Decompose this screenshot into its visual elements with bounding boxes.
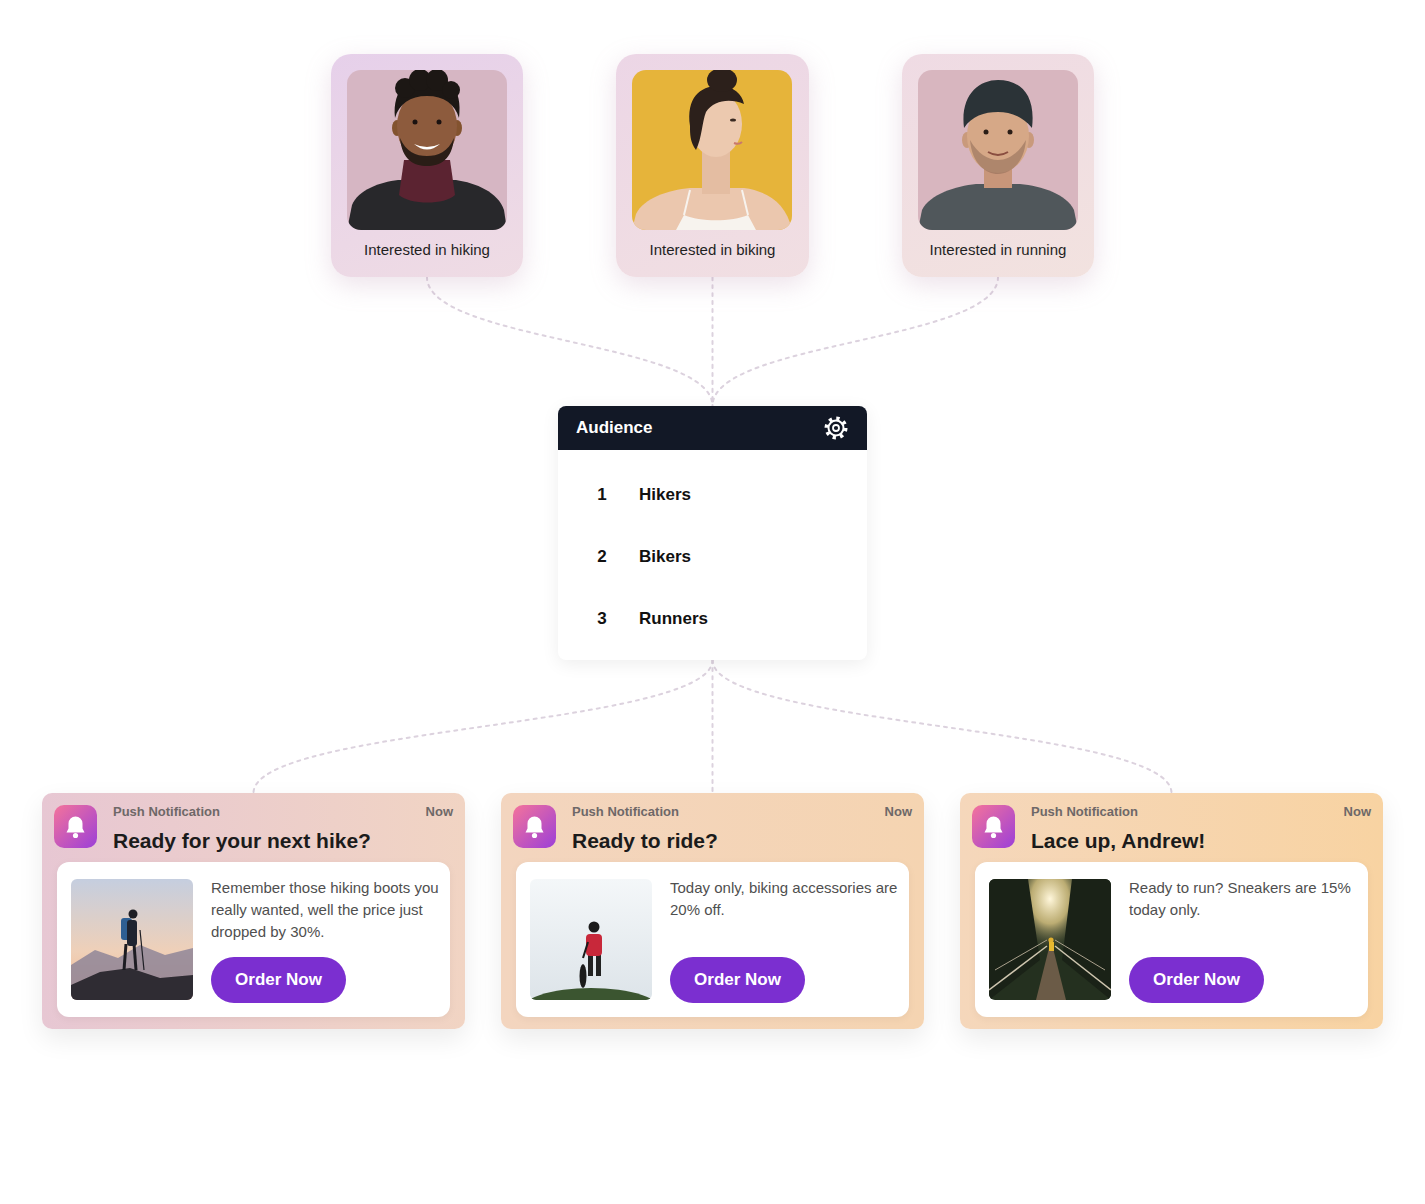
notification-body: Remember those hiking boots you really w… xyxy=(211,877,439,943)
notification-title: Ready for your next hike? xyxy=(113,828,371,854)
dashed-connector xyxy=(713,277,999,406)
notification-type: Push Notification xyxy=(572,804,679,820)
connector-group xyxy=(254,277,1172,793)
notification-body: Ready to run? Sneakers are 15% today onl… xyxy=(1129,877,1357,921)
timestamp: Now xyxy=(885,804,912,820)
button-label: Order Now xyxy=(211,957,346,1003)
dashed-connector xyxy=(427,277,713,406)
notification-content: Today only, biking accessories are 20% o… xyxy=(516,862,909,1017)
row-number: 1 xyxy=(590,485,614,505)
timestamp: Now xyxy=(426,804,453,820)
dashed-connector xyxy=(712,277,714,406)
notification-type: Push Notification xyxy=(1031,804,1138,820)
dashed-connector xyxy=(712,660,714,793)
notification-content: Remember those hiking boots you really w… xyxy=(57,862,450,1017)
push-notification-card: Push Notification NowReady for your next … xyxy=(42,793,465,1029)
dashed-connector xyxy=(254,660,713,793)
order-button: Order Now xyxy=(670,957,805,1003)
audience-segment: Hikers xyxy=(639,485,691,505)
interest-label: Interested in biking xyxy=(616,240,809,260)
interest-card: Interested in hiking xyxy=(331,54,523,277)
interest-label: Interested in hiking xyxy=(331,240,523,260)
push-notification-card: Push Notification NowReady to ride? Today … xyxy=(501,793,924,1029)
audience-segment: Bikers xyxy=(639,547,691,567)
order-button: Order Now xyxy=(211,957,346,1003)
notification-type: Push Notification xyxy=(113,804,220,820)
row-number: 2 xyxy=(590,547,614,567)
dashed-connector xyxy=(713,660,1172,793)
notification-content: Ready to run? Sneakers are 15% today onl… xyxy=(975,862,1368,1017)
button-label: Order Now xyxy=(1129,957,1264,1003)
timestamp: Now xyxy=(1344,804,1371,820)
audience-panel: Audience 1 Hikers 2 Bikers 3 Runners xyxy=(558,406,867,660)
notification-title: Lace up, Andrew! xyxy=(1031,828,1205,854)
order-button: Order Now xyxy=(1129,957,1264,1003)
notification-title: Ready to ride? xyxy=(572,828,718,854)
button-label: Order Now xyxy=(670,957,805,1003)
push-notification-card: Push Notification NowLace up, Andrew! Read… xyxy=(960,793,1383,1029)
panel-title: Audience xyxy=(576,418,653,438)
interest-card: Interested in running xyxy=(902,54,1094,277)
interest-label: Interested in running xyxy=(902,240,1094,260)
notification-body: Today only, biking accessories are 20% o… xyxy=(670,877,898,921)
audience-segment: Runners xyxy=(639,609,708,629)
interest-card: Interested in biking xyxy=(616,54,809,277)
row-number: 3 xyxy=(590,609,614,629)
